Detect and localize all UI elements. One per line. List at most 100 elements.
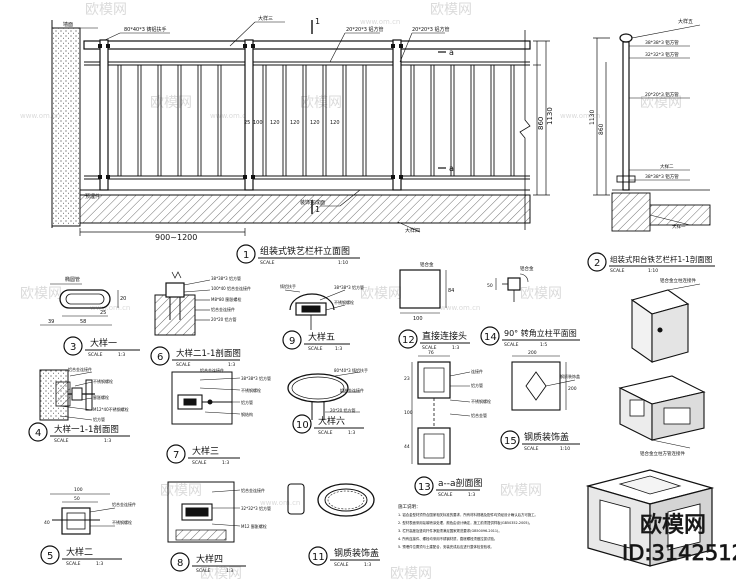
svg-text:50: 50 [487,283,493,289]
svg-text:施工说明：: 施工说明： [398,503,421,510]
view-title: 钢质装饰盖 [524,431,569,443]
label-top-tube: 20*20*3 铝方管 [346,26,384,33]
view-number: 1 [243,250,249,261]
svg-text:膨胀螺栓: 膨胀螺栓 [93,394,109,400]
watermark-url: www.om.cn [210,112,250,120]
watermark-id: ID:3142512 [622,541,736,565]
watermark-logo: 欧模网 [200,566,242,582]
detail-12 [398,269,470,349]
svg-text:铝方管: 铝方管 [471,382,483,388]
svg-text:连接件: 连接件 [471,368,483,374]
detail-7 [166,371,241,464]
detail-8 [167,481,246,572]
watermark-url: www.om.cn [440,304,480,312]
detail-14-labels: 铝合金 50 14 90° 转角立柱平面图 SCALE 1:5 [484,265,577,348]
view-number: 7 [173,450,179,461]
label-floor-detail: 大样四 [405,227,420,234]
section-mark-label: 1 [315,205,320,214]
detail-6-section [150,271,240,366]
slab-section [611,192,651,232]
watermark-logo: 欧模网 [640,95,682,111]
svg-text:38*38*3 铝方管: 38*38*3 铝方管 [334,284,364,290]
svg-text:20: 20 [120,296,126,302]
svg-text:39: 39 [48,319,54,325]
section-1-1-view [587,24,715,272]
svg-text:铝合金管: 铝合金管 [471,412,487,418]
watermark-url: www.om.cn [360,18,400,26]
post [99,39,109,191]
view-title: 90° 转角立柱平面图 [504,328,577,338]
wall-section [51,27,81,227]
view-number: 11 [312,552,325,563]
detail-13 [411,355,480,496]
svg-text:不锈钢螺栓: 不锈钢螺栓 [112,519,132,525]
svg-text:1. 铝合金型材须符合国家相关标准的要求，所有材料规格及配件: 1. 铝合金型材须符合国家相关标准的要求，所有材料规格及配件均须经设计确认后方可… [398,512,538,517]
view-number: 10 [296,420,309,431]
watermark-logo: 欧模网 [500,483,542,499]
svg-text:20*20*3 铝方管: 20*20*3 铝方管 [645,91,679,98]
svg-text:铝合金: 铝合金 [520,265,534,272]
floor-slab [79,194,531,224]
watermark-logo: 欧模网 [85,2,127,18]
dim-height: 1130 [589,110,596,125]
svg-text:4. 所有连接件、螺栓均采用不锈钢材质，膨胀螺栓须做拉拔试验: 4. 所有连接件、螺栓均采用不锈钢材质，膨胀螺栓须做拉拔试验。 [398,536,497,541]
scale-value: 1:10 [560,446,570,452]
handrail [83,40,531,50]
view-number: 14 [484,332,497,343]
view-title: 大样一1-1剖面图 [54,424,119,435]
label-wall: 墙面 [63,21,73,28]
svg-text:铝方管: 铝方管 [241,399,253,405]
watermark-url: www.om.cn [560,112,600,120]
scale-value: 1:3 [96,561,103,567]
watermark-logo: 欧模网 [300,95,342,111]
detail-10 [287,371,364,434]
svg-text:84: 84 [448,288,454,294]
cut-mark-label: a [449,164,454,173]
label-embed: 预埋件 [85,193,100,200]
svg-text:椭圆管: 椭圆管 [65,276,80,283]
watermark-logo: 欧模网 [360,286,402,302]
view-title: 大样三 [192,445,219,457]
detail-7-labels: 铝合金连接件 38*38*3 铝方管 不锈钢螺栓 铝方管 钢结构 7 大样三 S… [173,367,271,466]
svg-text:铝合金: 铝合金 [420,261,434,268]
detail-11 [287,483,380,566]
label-mid-tube: 20*20*3 铝方管 [412,26,450,33]
svg-text:铝合金连接件: 铝合金连接件 [200,367,224,373]
label-handrail: 80*40*3 铸铝扶手 [124,26,167,33]
view-title: 组装式铁艺栏杆立面图 [260,245,350,257]
svg-text:钢质装饰盖: 钢质装饰盖 [560,373,580,379]
scale-label: SCALE [176,362,191,368]
svg-text:23: 23 [404,376,410,382]
scale-label: SCALE [308,346,323,352]
scale-value: 1:3 [348,430,355,436]
iso-connector-middle [618,375,706,449]
elevation-labels: 墙面 80*40*3 铸铝扶手 大样三 20*20*3 铝方管 20*20*3 … [63,15,554,266]
view-number: 8 [177,558,183,569]
scale-label: SCALE [610,268,625,274]
label-post-detail: 大样三 [258,15,273,22]
balusters [117,65,515,176]
scale-value: 1:3 [222,460,229,466]
detail-4-labels: 铝合金连接件 不锈钢螺栓 膨胀螺栓 M12*40不锈钢螺栓 铝方管 4 大样一1… [35,366,129,444]
svg-text:200: 200 [568,386,577,392]
scale-value: 1:3 [104,438,111,444]
svg-text:钢结构: 钢结构 [241,411,253,417]
view-number: 12 [402,335,415,346]
watermark-logo: 欧模网 [640,513,706,538]
scale-value: 1:3 [468,492,475,498]
scale-label: SCALE [318,430,333,436]
scale-value: 1:3 [364,562,371,568]
svg-text:38*38*3 铝方管: 38*38*3 铝方管 [645,39,679,46]
svg-text:100*40 铝合金连接件: 100*40 铝合金连接件 [211,285,251,291]
view-number: 3 [70,342,76,353]
view-number: 9 [289,336,295,347]
detail-13-labels: 76 23 100 44 连接件 铝方管 不锈钢螺栓 铝合金管 13 a--a剖… [404,350,491,498]
svg-text:25: 25 [100,310,106,316]
svg-text:200: 200 [528,350,537,356]
scale-value: 1:3 [226,568,233,574]
svg-text:100: 100 [404,410,413,416]
view-title: 大样六 [318,415,345,427]
pitch-dim: 25 [244,120,250,126]
detail-5 [40,493,122,565]
scale-value: 1:3 [335,346,342,352]
